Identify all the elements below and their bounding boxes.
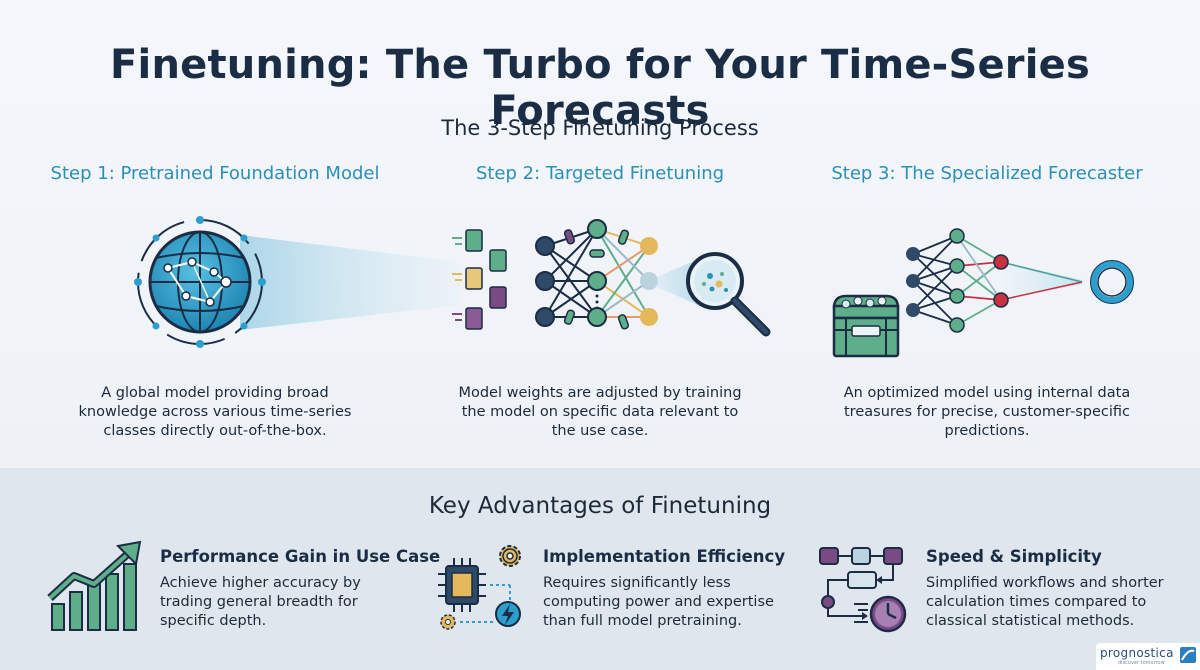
advantage-3-description: Simplified workflows and shorter calcula… — [926, 575, 1164, 629]
globe-network-icon — [134, 216, 460, 348]
page-title: Finetuning: The Turbo for Your Time-Seri… — [110, 42, 1090, 134]
prognostica-logo: prognostica discover tomorrow — [1096, 643, 1200, 670]
growth-chart-icon — [47, 540, 142, 631]
step-1-title: Step 1: Pretrained Foundation Model — [50, 163, 380, 184]
advantages-section — [0, 468, 1200, 670]
chip-gear-icon — [438, 545, 521, 630]
step-2-description: Model weights are adjusted by training t… — [458, 385, 742, 439]
advantage-1-title: Performance Gain in Use Case — [160, 547, 441, 566]
advantage-2-title: Implementation Efficiency — [543, 547, 786, 566]
step-2-title: Step 2: Targeted Finetuning — [475, 163, 725, 184]
logo-tagline: discover tomorrow — [1118, 660, 1165, 666]
workflow-clock-icon — [819, 547, 907, 633]
step-3-description: An optimized model using internal data t… — [843, 385, 1131, 439]
process-heading: The 3-Step Finetuning Process — [441, 116, 759, 140]
finetuning-network-icon — [452, 219, 771, 337]
advantage-2-description: Requires significantly less computing po… — [543, 575, 774, 629]
specialized-forecaster-icon — [832, 228, 1134, 358]
step-1-description: A global model providing broad knowledge… — [78, 385, 352, 439]
advantages-heading: Key Advantages of Finetuning — [428, 493, 772, 519]
logo-mark-icon — [1180, 647, 1196, 663]
advantage-1-description: Achieve higher accuracy by trading gener… — [160, 575, 361, 629]
advantage-3-title: Speed & Simplicity — [926, 547, 1102, 566]
step-3-title: Step 3: The Specialized Forecaster — [831, 163, 1143, 184]
logo-name: prognostica — [1100, 646, 1174, 660]
